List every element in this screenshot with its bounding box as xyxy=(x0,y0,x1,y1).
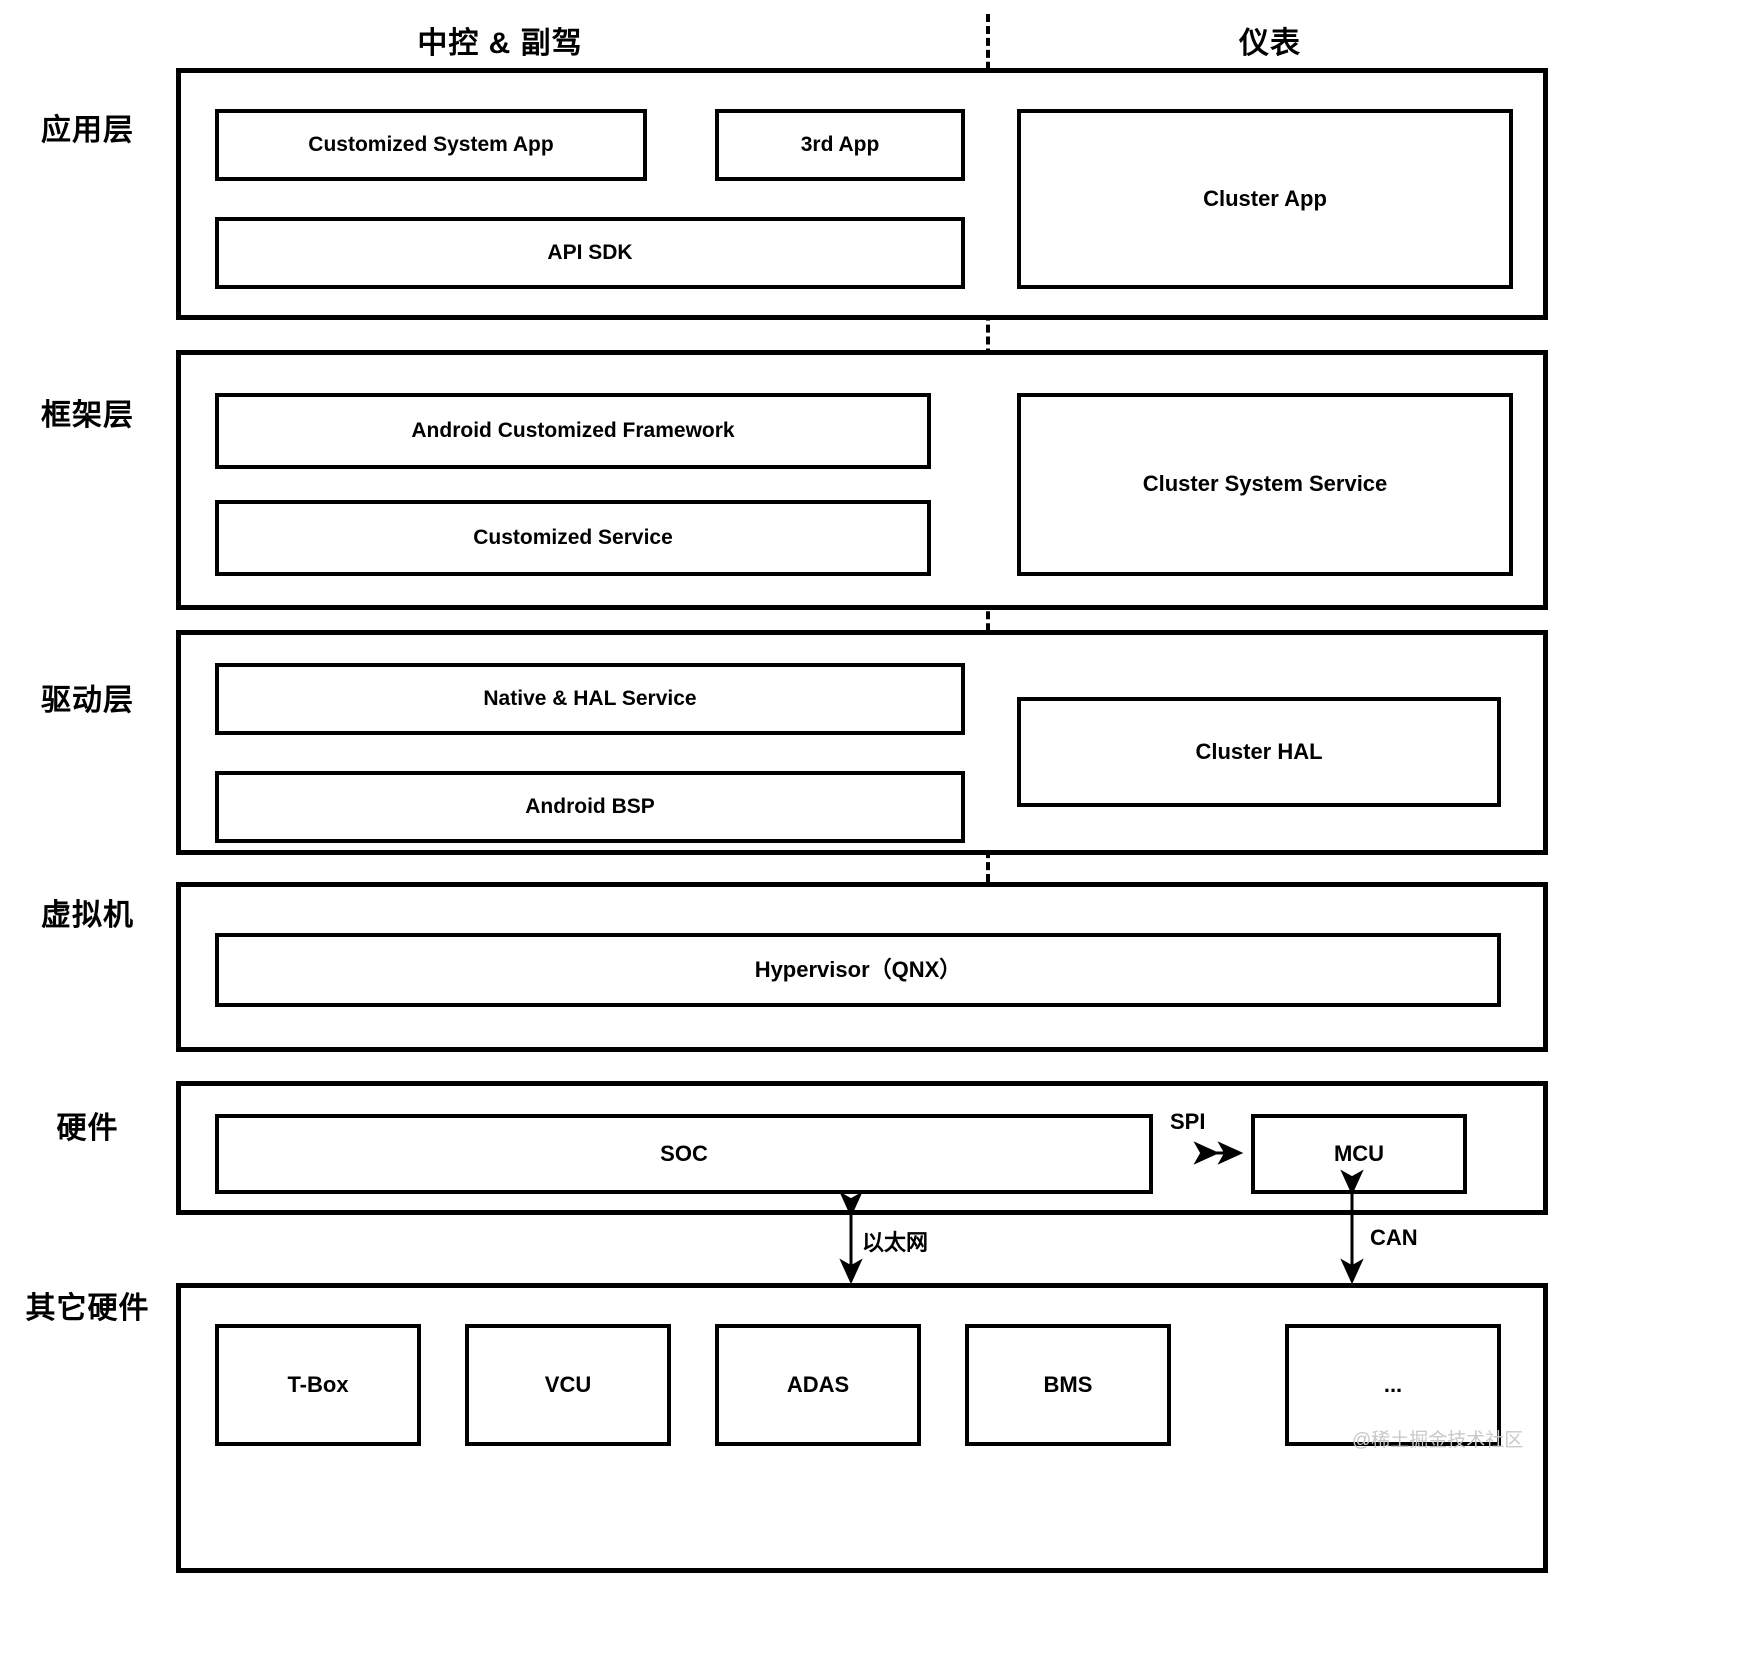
module-cluster-system-service[interactable]: Cluster System Service xyxy=(1017,393,1513,576)
module-customized-system-app[interactable]: Customized System App xyxy=(215,109,647,181)
connector-label-can: CAN xyxy=(1370,1225,1418,1250)
row-label-driver: 驱动层 xyxy=(41,684,134,717)
module-vcu[interactable]: VCU xyxy=(465,1324,671,1446)
module-mcu[interactable]: MCU xyxy=(1251,1114,1467,1194)
module-cluster-app[interactable]: Cluster App xyxy=(1017,109,1513,289)
module-android-customized-framework[interactable]: Android Customized Framework xyxy=(215,393,931,469)
row-label-application: 应用层 xyxy=(41,114,134,147)
module-hypervisor-qnx[interactable]: Hypervisor（QNX） xyxy=(215,933,1501,1007)
connector-label-ethernet: 以太网 xyxy=(862,1230,929,1255)
layer-band-virtual-machine: Hypervisor（QNX） xyxy=(176,882,1548,1052)
layer-band-driver: Native & HAL Service Android BSP Cluster… xyxy=(176,630,1548,855)
row-label-virtual-machine: 虚拟机 xyxy=(41,899,134,932)
module-api-sdk[interactable]: API SDK xyxy=(215,217,965,289)
module-other-ellipsis[interactable]: ... xyxy=(1285,1324,1501,1446)
row-label-hardware: 硬件 xyxy=(56,1112,119,1145)
module-android-bsp[interactable]: Android BSP xyxy=(215,771,965,843)
bus-label-spi: SPI xyxy=(1170,1109,1206,1134)
row-label-other-hardware: 其它硬件 xyxy=(25,1292,150,1325)
layer-band-application: Customized System App 3rd App API SDK Cl… xyxy=(176,68,1548,320)
column-header-center-console: 中控 & 副驾 xyxy=(417,27,583,60)
module-adas[interactable]: ADAS xyxy=(715,1324,921,1446)
watermark-label: @稀土掘金技术社区 xyxy=(1352,1430,1524,1451)
module-customized-service[interactable]: Customized Service xyxy=(215,500,931,576)
module-native-hal-service[interactable]: Native & HAL Service xyxy=(215,663,965,735)
module-soc[interactable]: SOC xyxy=(215,1114,1153,1194)
layer-band-framework: Android Customized Framework Customized … xyxy=(176,350,1548,610)
layer-band-hardware: SOC MCU xyxy=(176,1081,1548,1215)
row-label-framework: 框架层 xyxy=(41,399,134,432)
layer-band-other-hardware: T-Box VCU ADAS BMS ... xyxy=(176,1283,1548,1573)
module-t-box[interactable]: T-Box xyxy=(215,1324,421,1446)
module-bms[interactable]: BMS xyxy=(965,1324,1171,1446)
column-header-cluster: 仪表 xyxy=(1239,27,1301,60)
module-3rd-app[interactable]: 3rd App xyxy=(715,109,965,181)
module-cluster-hal[interactable]: Cluster HAL xyxy=(1017,697,1501,807)
